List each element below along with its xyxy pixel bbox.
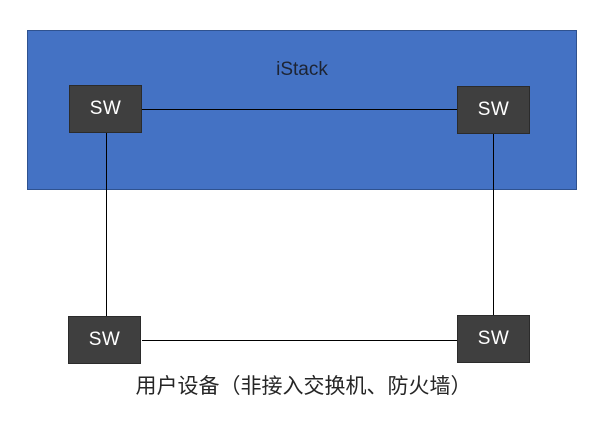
istack-group-label: iStack — [276, 59, 328, 80]
connector-uplink-right — [493, 134, 494, 315]
diagram-caption: 用户设备（非接入交换机、防火墙） — [135, 375, 472, 398]
connector-uplink-left — [106, 133, 107, 316]
switch-node-bottom-right: SW — [457, 315, 530, 363]
connector-stack-link — [142, 109, 457, 110]
switch-node-top-right: SW — [457, 86, 530, 134]
switch-node-bottom-left: SW — [68, 316, 141, 364]
switch-node-top-left: SW — [69, 85, 142, 133]
connector-user-link — [142, 340, 457, 341]
